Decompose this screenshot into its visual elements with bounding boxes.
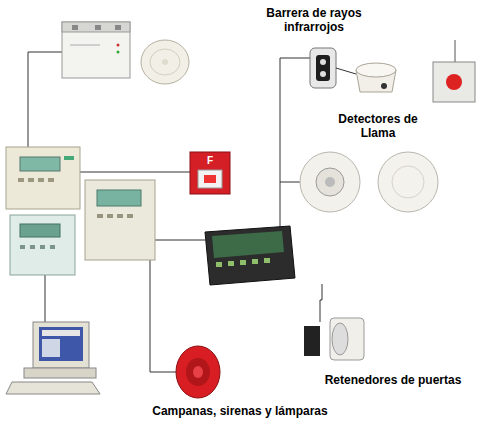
device-caption: Campanas, sirenas y lámparas — [140, 404, 340, 418]
interface-module — [205, 226, 295, 285]
control-panel — [10, 215, 75, 275]
smoke-detector — [141, 40, 189, 84]
wiring — [28, 52, 350, 372]
infrared-beam-detector — [310, 48, 336, 88]
control-panel — [85, 180, 155, 260]
computer — [6, 322, 100, 394]
flame-detector — [433, 40, 475, 102]
device-caption: Barrera de rayos infrarrojos — [262, 6, 366, 34]
control-panel — [6, 147, 80, 209]
siren — [176, 346, 220, 398]
heat-detector — [300, 152, 360, 212]
flame-detector — [356, 63, 396, 92]
door-holder — [304, 318, 364, 360]
heat-detector — [378, 152, 438, 212]
device-caption: Detectores de Llama — [336, 112, 420, 140]
manual-call-point — [190, 152, 230, 194]
power-supply-box — [62, 22, 130, 78]
device-caption: Retenedores de puertas — [318, 373, 468, 387]
device-mark: F — [190, 155, 230, 166]
